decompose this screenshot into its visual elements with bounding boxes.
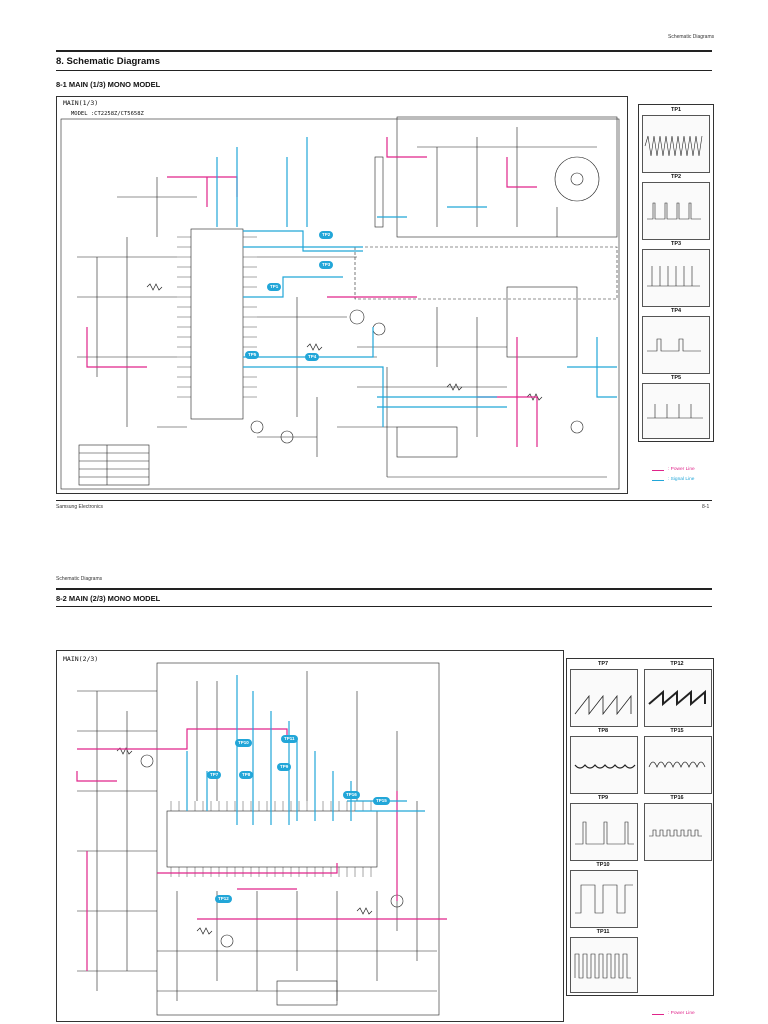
legend-signal-label: : Signal Line [668,477,695,482]
subsection-title-1: 8-1 MAIN (1/3) MONO MODEL [56,80,161,89]
waveform-tp5 [642,383,710,439]
tp-panel-label-tp15: TP15 [670,728,684,734]
tp-panel-label-tp9: TP9 [597,795,609,801]
legend-power-label-2: : Power Line [668,1011,695,1016]
waveform-tp12 [644,669,712,727]
tp-panel-2: TP7 TP8 TP9 TP10 TP11 TP12 TP15 TP16 [566,658,714,996]
waveform-tp1 [642,115,710,173]
schematic-frame-label: MAIN(1/3) [63,99,99,107]
tp-panel-label-tp16: TP16 [670,795,684,801]
legend-power-swatch-2 [652,1014,664,1015]
waveform-tp3 [642,249,710,307]
tp-panel-label-tp12: TP12 [670,661,684,667]
waveform-tp16 [644,803,712,861]
tp-tag-tp11: TP11 [281,735,298,743]
header-rule [56,50,712,52]
section-rule-2 [56,606,712,607]
tp-panel-1: TP1 TP2 TP3 TP4 TP5 [638,104,714,442]
tp-tag-tp10: TP10 [235,739,252,747]
tp-tag-tp5: TP5 [245,351,260,359]
schematic-drawing-2 [76,662,447,1016]
section-title: 8. Schematic Diagrams [56,56,161,67]
tp-tag-tp3: TP3 [319,261,334,269]
schematic-drawing-1 [60,116,620,490]
tp-panel-label-tp11: TP11 [596,929,610,935]
footer-rule [56,500,712,501]
waveform-tp9 [570,803,638,861]
waveform-tp2 [642,182,710,240]
tp-panel-label-tp3: TP3 [670,241,682,247]
schematic-model-label: MODEL :CT2258Z/CT5658Z [71,111,144,117]
subsection-title-2: 8-2 MAIN (2/3) MONO MODEL [56,594,161,603]
tp-tag-tp9: TP9 [277,763,292,771]
tp-panel-label-tp5: TP5 [670,375,682,381]
footer-right: 8-1 [702,504,710,510]
waveform-tp8 [570,736,638,794]
tp-tag-tp12: TP12 [215,895,232,903]
tp-tag-tp7: TP7 [207,771,222,779]
tp-tag-tp4: TP4 [305,353,320,361]
legend-power-swatch [652,470,664,471]
footer-left: Samsung Electronics [56,504,103,510]
section-rule [56,70,712,71]
waveform-tp7 [570,669,638,727]
waveform-tp11 [570,937,638,993]
tp-tag-tp2: TP2 [319,231,334,239]
header-right-label: Schematic Diagrams [668,34,715,40]
tp-panel-label-tp1: TP1 [670,107,682,113]
tp-tag-tp1: TP1 [267,283,282,291]
schematic-main-2: MAIN(2/3) [56,650,564,1022]
schematic-main-1: MAIN(1/3) MODEL :CT2258Z/CT5658Z [56,96,628,494]
tp-tag-tp15: TP15 [373,797,390,805]
header-rule-2 [56,588,712,590]
tp-panel-label-tp2: TP2 [670,174,682,180]
waveform-tp15 [644,736,712,794]
tp-tag-tp8: TP8 [239,771,254,779]
header-left-label-2: Schematic Diagrams [56,576,103,582]
tp-tag-tp16: TP16 [343,791,360,799]
tp-panel-label-tp10: TP10 [596,862,610,868]
tp-panel-label-tp8: TP8 [597,728,609,734]
legend-power-label: : Power Line [668,467,695,472]
tp-panel-label-tp7: TP7 [597,661,609,667]
tp-panel-label-tp4: TP4 [670,308,682,314]
waveform-tp4 [642,316,710,374]
waveform-tp10 [570,870,638,928]
legend-signal-swatch [652,480,664,481]
schematic-frame-label-2: MAIN(2/3) [63,655,99,663]
